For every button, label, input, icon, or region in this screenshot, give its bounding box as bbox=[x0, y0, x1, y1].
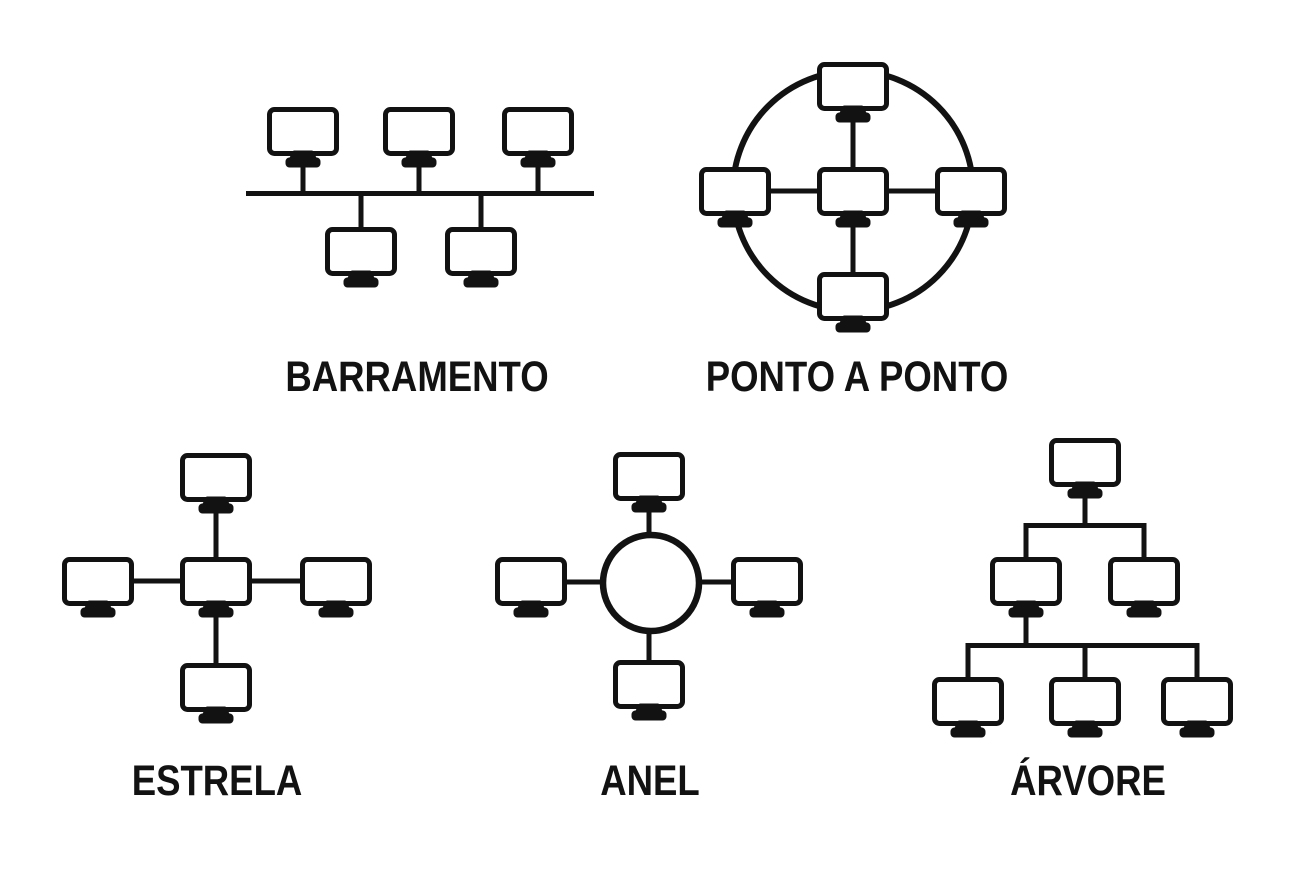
label-ponto-a-ponto: PONTO A PONTO bbox=[705, 353, 1009, 401]
diagram-ponto-a-ponto bbox=[702, 65, 1005, 331]
computer-icon bbox=[820, 275, 887, 331]
label-anel: ANEL bbox=[600, 757, 700, 805]
computer-icon bbox=[1052, 680, 1119, 736]
computer-icon bbox=[505, 110, 572, 166]
computer-icon bbox=[303, 560, 370, 616]
computer-icon bbox=[65, 560, 132, 616]
computer-icon bbox=[702, 170, 769, 226]
computer-icon bbox=[183, 456, 250, 512]
computer-icon bbox=[820, 65, 887, 121]
tree-branch-line bbox=[1023, 523, 1147, 562]
computer-icon bbox=[1164, 680, 1231, 736]
computer-icon bbox=[993, 560, 1060, 616]
computer-icon bbox=[616, 455, 683, 511]
computer-icon bbox=[183, 560, 250, 616]
computer-icon bbox=[386, 110, 453, 166]
diagram-estrela bbox=[65, 456, 370, 722]
computer-icon bbox=[448, 230, 515, 286]
computer-icon bbox=[1111, 560, 1178, 616]
computer-icon bbox=[938, 170, 1005, 226]
ring-hub-circle bbox=[599, 531, 703, 635]
computer-icon bbox=[183, 666, 250, 722]
computer-icon bbox=[498, 560, 565, 616]
diagram-arvore bbox=[935, 441, 1231, 736]
label-estrela: ESTRELA bbox=[131, 757, 303, 805]
computer-icon bbox=[270, 110, 337, 166]
diagram-anel bbox=[498, 455, 801, 719]
label-barramento: BARRAMENTO bbox=[285, 353, 549, 401]
diagram-barramento bbox=[246, 110, 594, 286]
computer-icon bbox=[616, 663, 683, 719]
computer-icon bbox=[1052, 441, 1119, 497]
label-arvore: ÁRVORE bbox=[1010, 757, 1166, 805]
computer-icon bbox=[820, 170, 887, 226]
computer-icon bbox=[935, 680, 1002, 736]
computer-icon bbox=[328, 230, 395, 286]
computer-icon bbox=[734, 560, 801, 616]
